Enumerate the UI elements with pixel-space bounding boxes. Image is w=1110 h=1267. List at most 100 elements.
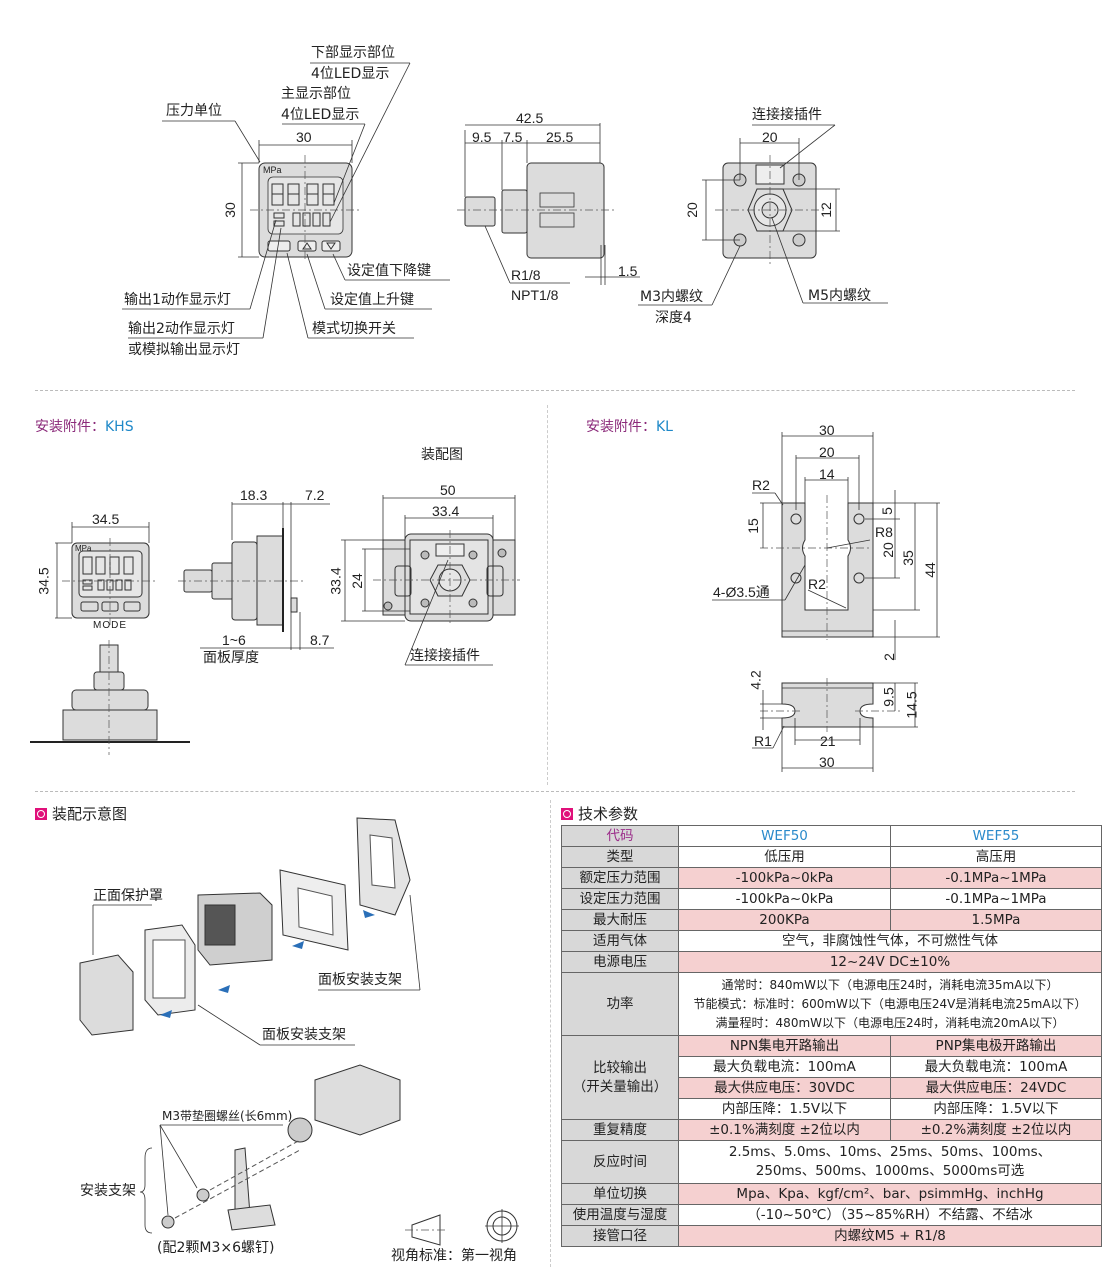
front-cover bbox=[79, 954, 134, 1036]
kl-w21-dim: 21 bbox=[820, 733, 836, 749]
response-cell: 2.5ms、5.0ms、10ms、25ms、50ms、100ms、 250ms、… bbox=[678, 1140, 1102, 1184]
spec-header-row: 代码 WEF50 WEF55 bbox=[561, 825, 1102, 847]
m3-depth-label: 深度4 bbox=[655, 310, 692, 326]
up-key bbox=[297, 240, 317, 252]
table-row: 比较输出 （开关量输出） NPN集电开路输出 PNP集电极开路输出 bbox=[561, 1035, 1102, 1120]
front-width-dim: 30 bbox=[296, 129, 312, 145]
kl-title-prefix: 安装附件： bbox=[586, 419, 656, 435]
side-dim-b: 7.5 bbox=[503, 129, 523, 145]
thread-fitting bbox=[464, 196, 496, 227]
section-bullet-icon bbox=[35, 807, 47, 820]
spec-title: 技术参数 bbox=[561, 803, 638, 824]
m3-thread-label: M3内螺纹 bbox=[640, 289, 703, 305]
m5-thread-label: M5内螺纹 bbox=[808, 288, 871, 304]
front-view-svg bbox=[122, 62, 450, 339]
main-display-label: 主显示部位 bbox=[281, 86, 351, 102]
kl-bracket-front bbox=[781, 502, 874, 638]
kl-bracket-bottom bbox=[781, 682, 874, 728]
khs-assembly-inner-dim: 33.4 bbox=[432, 503, 460, 519]
panel-thickness-label: 面板厚度 bbox=[203, 650, 259, 666]
kl-h15-dim: 15 bbox=[744, 518, 761, 534]
screw-note: (配2颗M3×6螺钉) bbox=[157, 1240, 275, 1256]
front-cover-label: 正面保护罩 bbox=[93, 888, 163, 904]
cell-merged: Mpa、Kpa、kgf/cm²、bar、psimmHg、inchHg bbox=[678, 1183, 1102, 1205]
khs-side-dim-b: 7.2 bbox=[305, 487, 325, 503]
power-line: 节能模式：标准时：600mW以下（电源电压24V是消耗电流25mA以下） bbox=[693, 996, 1087, 1011]
cell-a: 200KPa bbox=[678, 909, 891, 931]
side-dim-a: 9.5 bbox=[472, 129, 492, 145]
cell-merged: 内螺纹M5 + R1/8 bbox=[678, 1225, 1102, 1247]
column-divider-2 bbox=[550, 800, 551, 1267]
cell-a: NPN集电开路输出 bbox=[678, 1035, 891, 1057]
down-arrow-icon bbox=[326, 242, 336, 250]
cell-a: 最大供应电压：30VDC bbox=[678, 1077, 891, 1099]
kl-h14_5-dim: 14.5 bbox=[903, 691, 920, 719]
kl-h5-dim: 5 bbox=[878, 507, 895, 515]
down-key-label: 设定值下降键 bbox=[347, 263, 431, 279]
cell-b: -0.1MPa~1MPa bbox=[890, 888, 1102, 910]
spec-header-label: 代码 bbox=[561, 825, 679, 847]
section-divider-2 bbox=[35, 791, 1075, 792]
output1-lamp bbox=[273, 212, 285, 219]
response-line: 250ms、500ms、1000ms、5000ms可选 bbox=[755, 1163, 1025, 1179]
kl-holes-dim: 4-Ø3.5通 bbox=[713, 584, 770, 600]
khs-side-dim-d: 8.7 bbox=[310, 632, 330, 648]
output-label-2: （开关量输出） bbox=[572, 1078, 668, 1095]
table-row: 类型 低压用 高压用 bbox=[561, 846, 1102, 868]
output2-lamp-label-2: 或模拟输出显示灯 bbox=[128, 342, 240, 358]
khs-connector-label: 连接接插件 bbox=[410, 648, 480, 664]
cell-b: -0.1MPa~1MPa bbox=[890, 867, 1102, 889]
output-label-1: 比较输出 bbox=[593, 1059, 647, 1076]
table-row: 电源电压 12~24V DC±10% bbox=[561, 951, 1102, 973]
kl-title: 安装附件：KL bbox=[586, 416, 673, 436]
table-row: 单位切换 Mpa、Kpa、kgf/cm²、bar、psimmHg、inchHg bbox=[561, 1183, 1102, 1205]
spec-header-model-a: WEF50 bbox=[678, 825, 891, 847]
rear-h-pitch-dim: 20 bbox=[762, 129, 778, 145]
kl-r2a-dim: R2 bbox=[752, 477, 770, 493]
cell-b: 高压用 bbox=[890, 846, 1102, 868]
column-divider bbox=[547, 405, 548, 785]
kl-h4_2-dim: 4.2 bbox=[747, 670, 764, 690]
assembly-diagram-title-text: 装配示意图 bbox=[52, 805, 128, 823]
khs-svg bbox=[30, 495, 520, 755]
table-row: 额定压力范围 -100kPa~0kPa -0.1MPa~1MPa bbox=[561, 867, 1102, 889]
spec-header-model-b: WEF55 bbox=[890, 825, 1102, 847]
kl-h44-dim: 44 bbox=[921, 562, 938, 578]
side-view-svg bbox=[457, 123, 640, 285]
table-row: 重复精度 ±0.1%满刻度 ±2位以内 ±0.2%满刻度 ±2位以内 bbox=[561, 1119, 1102, 1141]
row-label: 单位切换 bbox=[561, 1183, 679, 1205]
assembly-label: 装配图 bbox=[421, 447, 463, 463]
row-label: 额定压力范围 bbox=[561, 867, 679, 889]
row-label: 反应时间 bbox=[561, 1140, 679, 1184]
spec-title-text: 技术参数 bbox=[578, 805, 639, 823]
output1-lamp-label: 输出1动作显示灯 bbox=[124, 292, 231, 308]
row-label: 适用气体 bbox=[561, 930, 679, 952]
assembly-svg bbox=[79, 817, 519, 1246]
cell-b: ±0.2%满刻度 ±2位以内 bbox=[890, 1119, 1102, 1141]
cell-a: -100kPa~0kPa bbox=[678, 888, 891, 910]
m3-hole bbox=[792, 233, 806, 247]
panel-bracket-label-2: 面板安装支架 bbox=[262, 1027, 346, 1043]
rear-view-svg bbox=[638, 124, 888, 306]
khs-title: 安装附件：KHS bbox=[35, 416, 134, 436]
mode-switch-label: 模式切换开关 bbox=[312, 321, 396, 337]
side-dim-d: 1.5 bbox=[618, 263, 638, 279]
kl-r1-dim: R1 bbox=[754, 733, 772, 749]
unit-text: MPa bbox=[263, 165, 282, 175]
khs-side-dim-c: 1~6 bbox=[222, 632, 246, 648]
kl-w30b-dim: 30 bbox=[819, 754, 835, 770]
section-divider bbox=[35, 390, 1075, 391]
row-label: 使用温度与湿度 bbox=[561, 1204, 679, 1226]
khs-side-dim-a: 18.3 bbox=[240, 487, 268, 503]
arrow-icons bbox=[160, 910, 375, 1018]
side-dim-c: 25.5 bbox=[546, 129, 574, 145]
khs-unit-text: MPa bbox=[75, 544, 92, 553]
row-label: 设定压力范围 bbox=[561, 888, 679, 910]
cell-merged: 空气，非腐蚀性气体，不可燃性气体 bbox=[678, 930, 1102, 952]
screw bbox=[161, 1215, 175, 1229]
kl-r8-dim: R8 bbox=[875, 524, 893, 540]
table-row: 功率 通常时：840mW以下（电源电压24时，消耗电流35mA以下） 节能模式：… bbox=[561, 972, 1102, 1036]
row-label: 类型 bbox=[561, 846, 679, 868]
lcd-panel bbox=[267, 176, 344, 235]
pressure-unit-label: 压力单位 bbox=[166, 103, 222, 119]
